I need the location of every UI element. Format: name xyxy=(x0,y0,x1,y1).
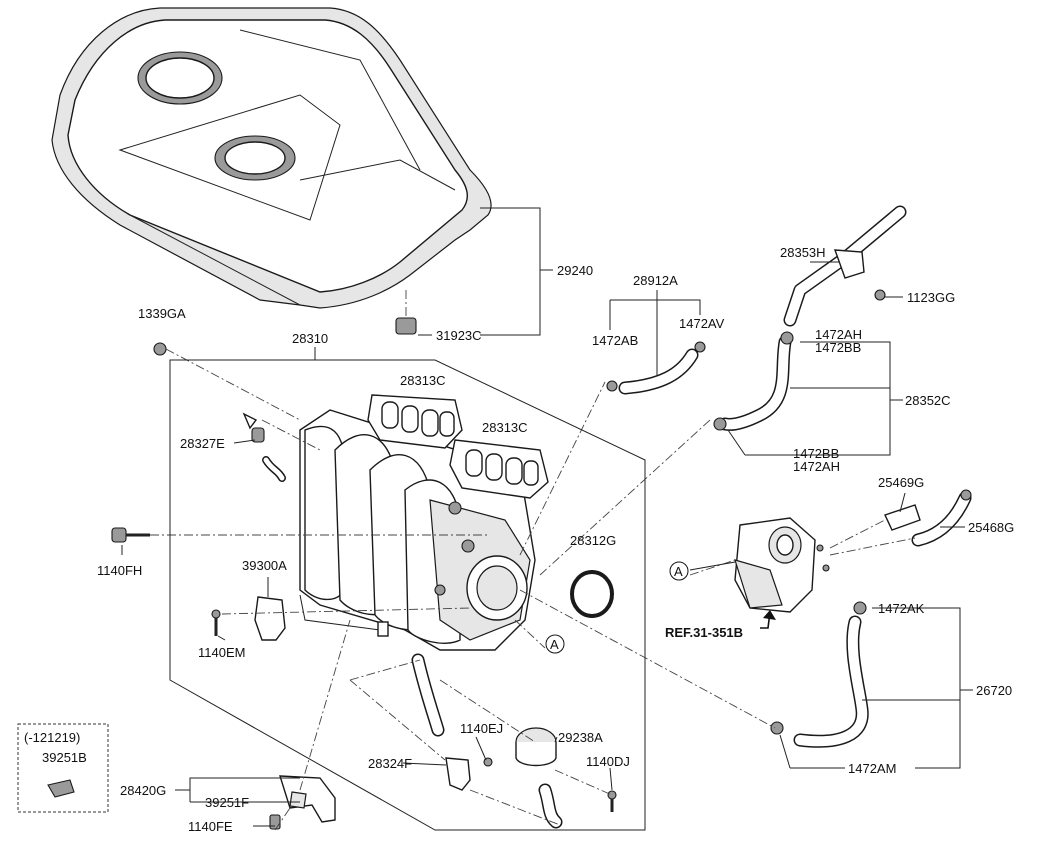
label-31923C: 31923C xyxy=(436,328,482,343)
label-1123GG: 1123GG xyxy=(907,290,955,305)
label-28352C: 28352C xyxy=(905,393,951,408)
label-28313C-lower: 28313C xyxy=(482,420,528,435)
pipe-28353H xyxy=(783,205,907,327)
label-1339GA: 1339GA xyxy=(138,306,186,321)
label-28324F: 28324F xyxy=(368,756,412,771)
bracket-28420G xyxy=(269,775,336,830)
label-1472BB-bottom: 1472BB xyxy=(793,446,839,461)
variant-note: (-121219) xyxy=(24,730,80,745)
grommet-31923C xyxy=(395,290,417,335)
label-1140FE: 1140FE xyxy=(188,819,233,834)
label-1472AK: 1472AK xyxy=(878,601,925,616)
assembly-lines xyxy=(150,348,916,831)
label-1140EM: 1140EM xyxy=(198,645,245,660)
label-25468G: 25468G xyxy=(968,520,1014,535)
label-39300A: 39300A xyxy=(242,558,287,573)
lower-hoses-and-sensors xyxy=(411,653,617,829)
part-labels: 29240 31923C 1339GA 28310 28313C 28313C … xyxy=(24,245,1014,834)
callout-circle-a2 xyxy=(545,634,565,654)
label-28353H: 28353H xyxy=(780,245,826,260)
hose-28352C xyxy=(713,331,794,431)
label-1472BB-top: 1472BB xyxy=(815,340,861,355)
clip-39251B xyxy=(47,779,75,798)
ref-arrow-head xyxy=(763,610,776,620)
variant-box xyxy=(17,723,109,813)
label-39251F: 39251F xyxy=(205,795,249,810)
intake-manifold-drawing xyxy=(299,409,536,651)
label-1140EJ: 1140EJ xyxy=(460,721,503,736)
callout-a2: A xyxy=(550,637,559,652)
label-1472AH-top: 1472AH xyxy=(815,327,862,342)
throttle-body-drawing xyxy=(734,517,830,613)
label-29240: 29240 xyxy=(557,263,593,278)
hose-25468G xyxy=(884,489,972,547)
label-1472AH-bottom: 1472AH xyxy=(793,459,840,474)
label-29238A: 29238A xyxy=(558,730,603,745)
label-1472AM: 1472AM xyxy=(848,761,896,776)
label-28327E: 28327E xyxy=(180,436,225,451)
gasket-28312G xyxy=(570,570,614,618)
callout-a1: A xyxy=(674,564,683,579)
label-28313C-upper: 28313C xyxy=(400,373,446,388)
label-25469G: 25469G xyxy=(878,475,924,490)
label-28912A: 28912A xyxy=(633,273,678,288)
hose-26720 xyxy=(770,601,869,748)
label-1140DJ: 1140DJ xyxy=(586,754,630,769)
label-28310: 28310 xyxy=(292,331,328,346)
engine-cover-drawing xyxy=(51,7,492,309)
label-1140FH: 1140FH xyxy=(97,563,142,578)
label-28312G: 28312G xyxy=(570,533,616,548)
leader-lines xyxy=(121,207,973,831)
small-parts-left xyxy=(111,342,286,641)
gasket-28313C-lower xyxy=(449,439,549,499)
gasket-28313C-upper xyxy=(367,394,463,449)
label-1472AV: 1472AV xyxy=(679,316,725,331)
label-26720: 26720 xyxy=(976,683,1012,698)
label-28420G: 28420G xyxy=(120,783,166,798)
label-1472AB: 1472AB xyxy=(592,333,638,348)
ref-label: REF.31-351B xyxy=(665,625,743,640)
hose-28912A xyxy=(606,341,706,395)
label-39251B: 39251B xyxy=(42,750,87,765)
callout-circle-a1 xyxy=(669,561,689,581)
